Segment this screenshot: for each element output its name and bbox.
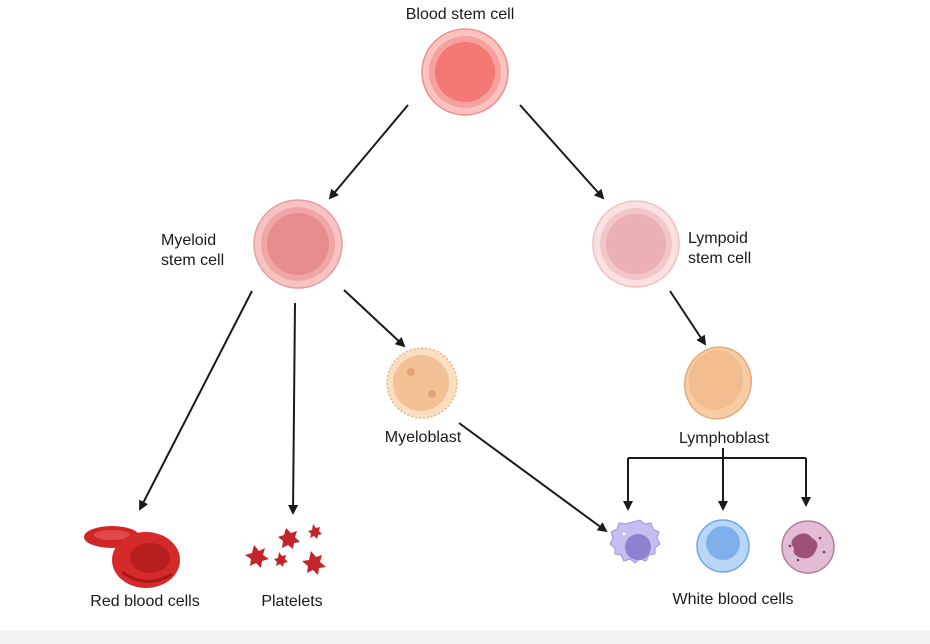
arrow-stem-to-lympoid <box>519 104 605 200</box>
lymphoblast-cell <box>684 346 752 420</box>
arrow-myeloid-to-rbc <box>139 290 253 511</box>
lympoid-stem-cell <box>592 200 680 288</box>
arrow-myeloblast-to-wbc <box>458 422 608 533</box>
myeloblast-cell <box>386 347 458 419</box>
label-red-blood-cells: Red blood cells <box>90 593 200 610</box>
arrow-stem-to-myeloid <box>328 104 409 200</box>
label-myeloid-line1: Myeloid <box>161 232 217 249</box>
label-myeloblast: Myeloblast <box>384 429 462 446</box>
arrow-myeloid-to-platelets <box>288 302 299 515</box>
myeloid-stem-cell <box>253 199 343 289</box>
arrow-lympoid-to-lymphoblast <box>669 290 707 346</box>
label-myeloid-line2: stem cell <box>161 252 225 269</box>
red-blood-cells <box>84 526 180 588</box>
wbc-pink-cell <box>781 520 835 574</box>
arrow-myeloid-to-myeloblast <box>343 289 406 348</box>
label-lympoid-line2: stem cell <box>688 250 752 267</box>
wbc-purple-cell <box>609 519 661 564</box>
label-lympoid-line1: Lympoid <box>688 230 748 247</box>
platelets-cluster <box>245 524 326 575</box>
label-white-blood-cells: White blood cells <box>672 591 794 608</box>
label-lymphoblast: Lymphoblast <box>678 430 770 447</box>
label-blood-stem-cell: Blood stem cell <box>405 6 515 23</box>
label-platelets: Platelets <box>261 593 323 610</box>
bottom-strip <box>0 630 930 644</box>
wbc-blue-cell <box>696 519 750 573</box>
lymphoblast-branch-arrows <box>623 448 811 511</box>
blood-stem-cell <box>421 28 509 116</box>
